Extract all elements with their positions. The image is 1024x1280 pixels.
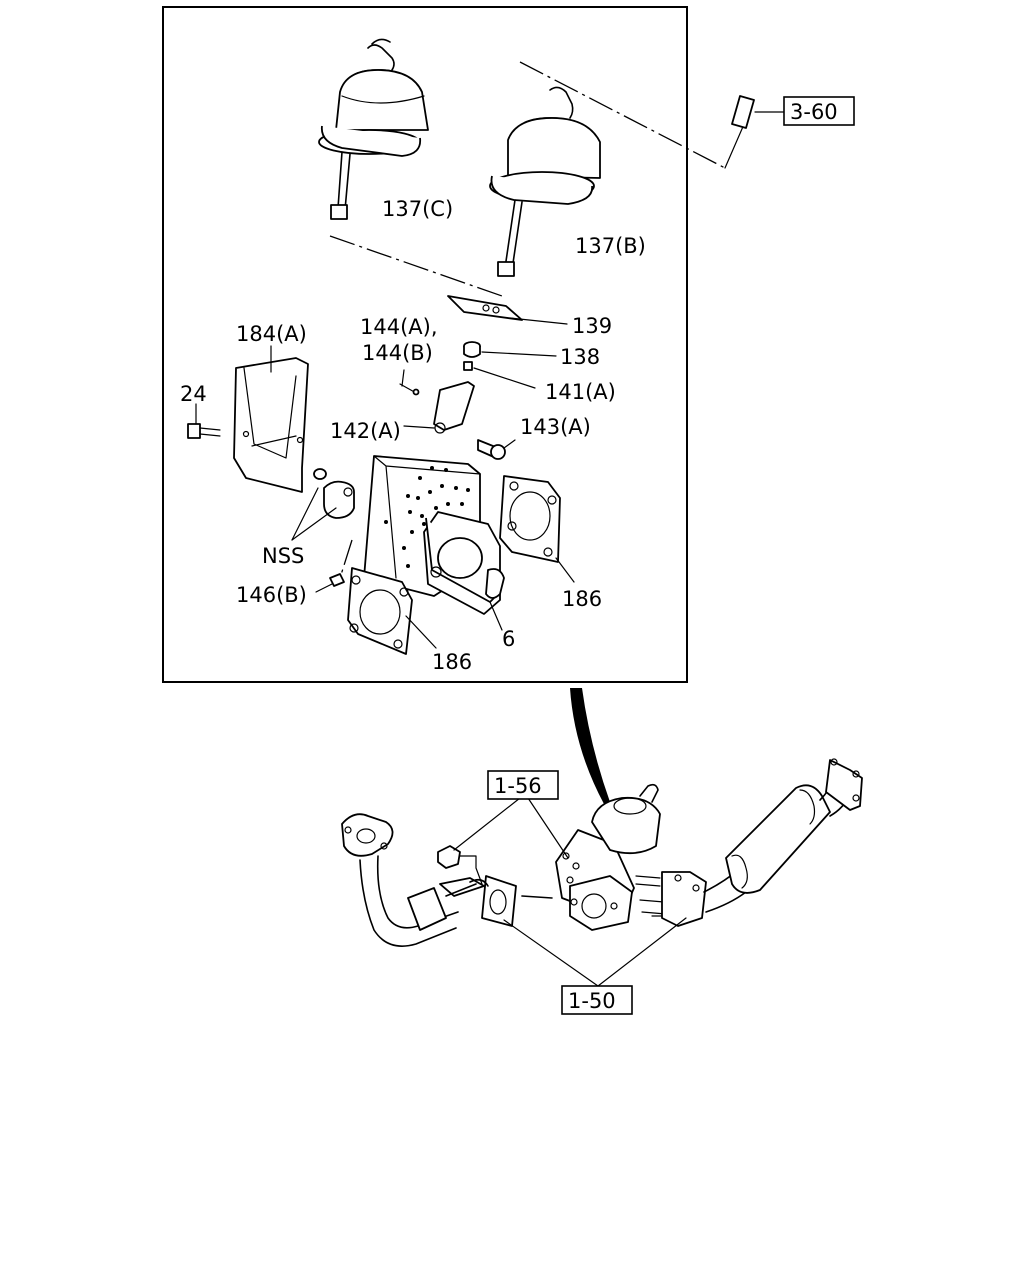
actuator-137c [318, 38, 429, 220]
detail-frame [162, 6, 688, 683]
lever-142a [399, 369, 475, 434]
gasket-186-right [499, 475, 575, 583]
label-137b: 137(B) [575, 234, 646, 258]
label-137c: 137(C) [382, 197, 453, 221]
label-144a: 144(A), [360, 315, 438, 339]
guide-line-137c [329, 235, 503, 297]
ref-box-156 [487, 770, 559, 800]
label-nss: NSS [262, 544, 304, 568]
bolt-24 [187, 403, 221, 439]
label-24: 24 [180, 382, 207, 406]
ref-box-150 [561, 985, 633, 1015]
label-150: 1-50 [568, 989, 616, 1013]
label-141a: 141(A) [545, 380, 616, 404]
label-142a: 142(A) [330, 419, 401, 443]
callout-arrow [570, 688, 610, 804]
ref-line-360 [724, 121, 746, 169]
label-146b: 146(B) [236, 583, 307, 607]
label-144b: 144(B) [362, 341, 433, 365]
ref-box-360 [783, 96, 855, 126]
ref-156-line-a [453, 797, 521, 851]
ref-150-line-b [597, 917, 687, 987]
label-143a: 143(A) [520, 415, 591, 439]
label-6: 6 [502, 627, 515, 651]
gasket-139 [447, 295, 568, 325]
label-139: 139 [572, 314, 612, 338]
ref-150-line-a [503, 919, 599, 987]
ref-156-line-b [527, 797, 569, 859]
bolt-146b [315, 573, 345, 593]
pin-143a [477, 439, 516, 460]
flange-6 [423, 511, 505, 631]
hose-icon [731, 95, 785, 129]
label-138: 138 [560, 345, 600, 369]
nss-parts [291, 468, 355, 541]
label-186-right: 186 [562, 587, 602, 611]
label-156: 1-56 [494, 774, 542, 798]
guide-line-146 [339, 539, 353, 579]
label-186-left: 186 [432, 650, 472, 674]
bracket-184a [233, 345, 309, 493]
label-184a: 184(A) [236, 322, 307, 346]
bushing-138 [463, 341, 557, 358]
label-360: 3-60 [790, 100, 838, 124]
exhaust-pipe-icon [341, 758, 863, 947]
nut-141a [463, 361, 536, 389]
actuator-137b [489, 86, 601, 277]
gasket-186-left [347, 567, 437, 655]
